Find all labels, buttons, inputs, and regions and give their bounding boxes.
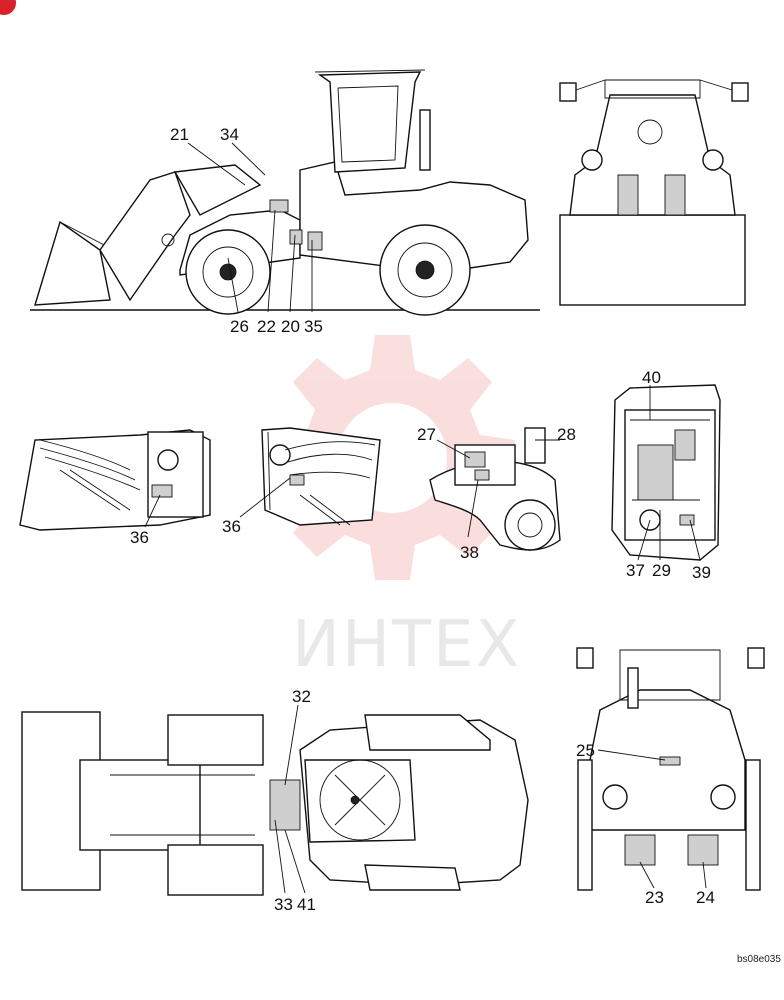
callout-26: 26 xyxy=(230,317,249,336)
callout-37: 37 xyxy=(626,561,645,580)
front-view-loader xyxy=(559,79,749,306)
callouts: 21 34 26 22 20 35 36 36 27 28 38 40 37 2… xyxy=(130,125,715,914)
callout-36-middle: 36 xyxy=(222,517,241,536)
rear-engine-detail xyxy=(611,384,721,561)
callout-21: 21 xyxy=(170,125,189,144)
frame-detail-middle xyxy=(261,427,381,526)
callout-23: 23 xyxy=(645,888,664,907)
callout-40: 40 xyxy=(642,368,661,387)
callout-33: 33 xyxy=(274,895,293,914)
callout-35: 35 xyxy=(304,317,323,336)
rear-view-loader xyxy=(576,647,765,891)
leader-lines xyxy=(144,142,707,894)
side-view-loader xyxy=(30,69,540,316)
callout-24: 24 xyxy=(696,888,715,907)
callout-22: 22 xyxy=(257,317,276,336)
watermark-text: ИНТЕХ xyxy=(292,608,521,682)
callout-41: 41 xyxy=(297,895,316,914)
callout-36-left: 36 xyxy=(130,528,149,547)
callout-39: 39 xyxy=(692,563,711,582)
fender-detail xyxy=(429,427,561,551)
reference-code: bs08e035 xyxy=(737,954,781,965)
corner-badge xyxy=(0,0,16,15)
callout-34: 34 xyxy=(220,125,239,144)
callout-32: 32 xyxy=(292,687,311,706)
callout-27: 27 xyxy=(417,425,436,444)
frame-detail-left xyxy=(19,429,211,531)
top-view-loader xyxy=(21,711,529,896)
callout-29: 29 xyxy=(652,561,671,580)
callout-28: 28 xyxy=(557,425,576,444)
callout-20: 20 xyxy=(281,317,300,336)
callout-38: 38 xyxy=(460,543,479,562)
callout-25: 25 xyxy=(576,741,595,760)
